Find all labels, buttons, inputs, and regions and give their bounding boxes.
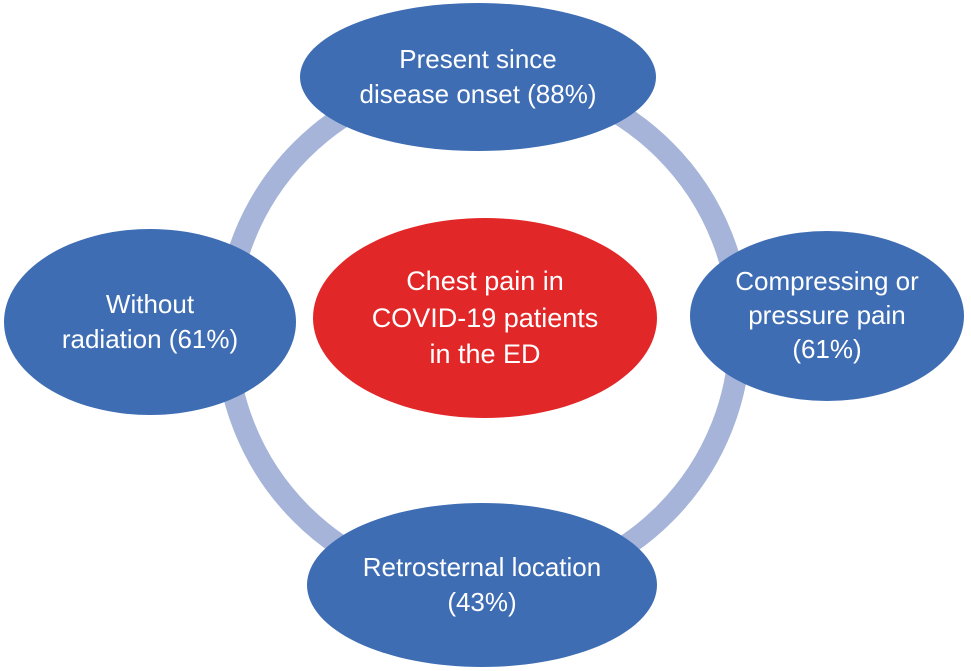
node-compressing-pressure-pain-label: Compressing or pressure pain (61%) [735, 266, 919, 364]
node-without-radiation-label: Without radiation (61%) [61, 288, 239, 354]
node-present-since-onset: Present since disease onset (88%) [300, 3, 656, 151]
node-retrosternal-location: Retrosternal location (43%) [307, 503, 657, 667]
node-center-chest-pain: Chest pain in COVID-19 patients in the E… [313, 218, 657, 418]
node-present-since-onset-label: Present since disease onset (88%) [359, 43, 597, 109]
node-center-chest-pain-label: Chest pain in COVID-19 patients in the E… [371, 266, 599, 370]
node-compressing-pressure-pain: Compressing or pressure pain (61%) [690, 231, 964, 401]
node-without-radiation: Without radiation (61%) [4, 229, 296, 415]
node-retrosternal-location-label: Retrosternal location (43%) [362, 551, 602, 617]
